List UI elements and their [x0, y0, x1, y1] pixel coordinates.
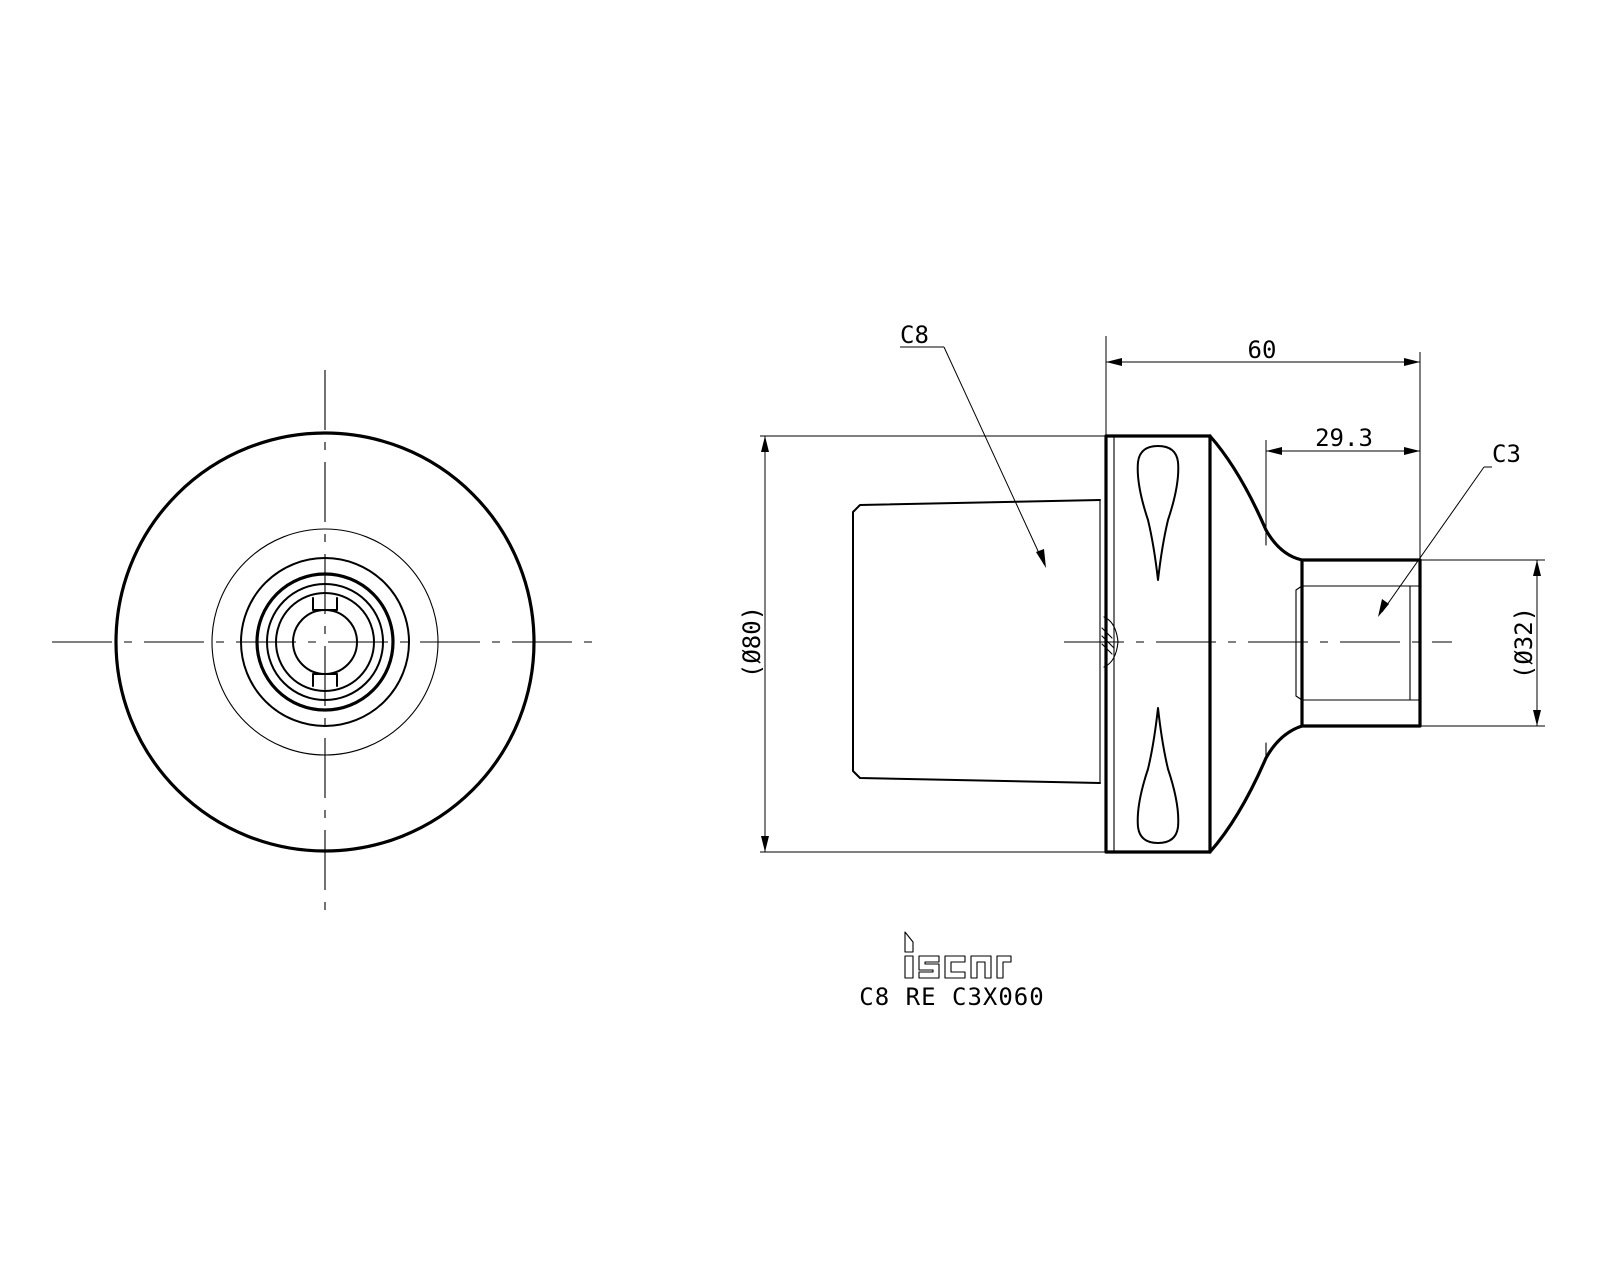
- callout-c8-label: C8: [900, 321, 929, 349]
- c8-drive-pin-hatch: [1101, 627, 1115, 655]
- front-view-key-slot-top: [312, 597, 338, 611]
- front-view-outer-flange: [114, 431, 536, 853]
- dim-dia32-arrow-top: [1533, 560, 1541, 576]
- dim-29-arrow-left: [1266, 447, 1282, 455]
- dim-dia80-arrow-bottom: [761, 836, 769, 852]
- front-view-taper-ring: [211, 528, 439, 756]
- c8-taper-body: [852, 499, 1101, 784]
- flange-groove-bottom: [1136, 707, 1180, 844]
- c8-drive-pin: [1103, 616, 1119, 668]
- dim-dia32-label: (Ø32): [1510, 607, 1538, 679]
- dim-60-arrow-right: [1404, 358, 1420, 366]
- front-view-bore-inner: [275, 592, 375, 692]
- callout-c8-arrow: [1036, 549, 1046, 568]
- dimensions: (Ø80) 60 29.3 (Ø32): [738, 336, 1545, 853]
- front-view-bore-outer: [255, 572, 395, 712]
- front-view-bore-mid: [266, 583, 384, 701]
- dim-29-label: 29.3: [1315, 424, 1373, 452]
- callout-c3-label: C3: [1492, 440, 1521, 468]
- front-view-shank-ring: [240, 557, 410, 727]
- part-number: C8 RE C3X060: [859, 983, 1044, 1011]
- callout-c8-leader: [943, 346, 1045, 565]
- dim-60-arrow-left: [1106, 358, 1122, 366]
- c3-inner-bore: [1295, 585, 1421, 701]
- dim-dia80-label: (Ø80): [738, 606, 766, 678]
- neck-cone-bottom: [1208, 724, 1304, 854]
- flange: [1104, 434, 1212, 854]
- callout-c3-arrow: [1378, 599, 1389, 617]
- front-view-key-slot-bottom: [312, 673, 338, 687]
- dim-dia80-arrow-top: [761, 436, 769, 452]
- neck-cone-top: [1208, 434, 1304, 562]
- dim-29-arrow-right: [1404, 447, 1420, 455]
- dim-60-label: 60: [1248, 336, 1277, 364]
- flange-groove-top: [1136, 445, 1180, 581]
- c3-shank: [1300, 558, 1422, 728]
- side-view: [852, 434, 1452, 854]
- dim-dia32-arrow-bottom: [1533, 710, 1541, 726]
- callouts: C8 C3: [900, 321, 1521, 617]
- iscar-logo: [904, 931, 1012, 979]
- callout-c3-leader: [1381, 466, 1485, 613]
- front-view: [52, 370, 598, 915]
